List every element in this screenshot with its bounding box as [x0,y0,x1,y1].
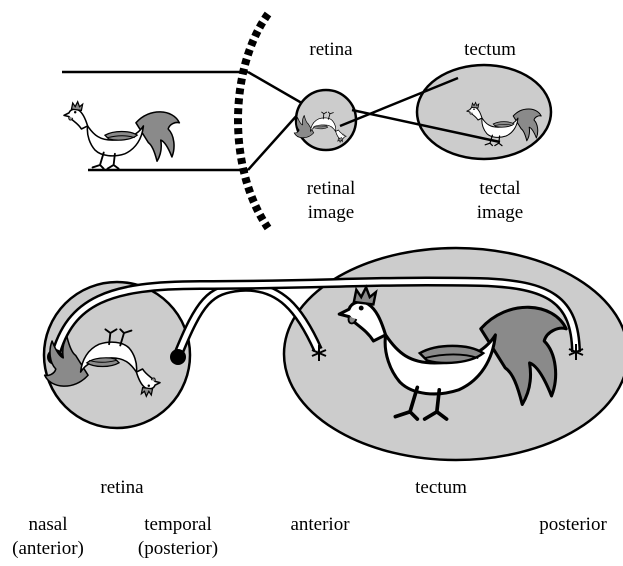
retinal-image-label: retinal image [307,177,356,225]
anterior-label: anterior [290,513,349,537]
retinal-image-line2: image [307,201,356,225]
nasal-line2: (anterior) [12,537,84,561]
temporal-line1: temporal [138,513,218,537]
nasal-line1: nasal [12,513,84,537]
object-rooster [64,102,179,169]
posterior-label: posterior [539,513,607,537]
bottom-tectum-label: tectum [415,476,467,500]
tectal-image-label: tectal image [477,177,523,225]
lens-arc [238,14,268,228]
bottom-retina-label: retina [100,476,143,500]
temporal-label: temporal (posterior) [138,513,218,561]
tectal-image-line1: tectal [477,177,523,201]
retinal-image-line1: retinal [307,177,356,201]
top-tectum-label: tectum [464,38,516,62]
temporal-endpoint-dot [170,349,186,365]
top-retina-label: retina [309,38,352,62]
tectal-image-line2: image [477,201,523,225]
temporal-line2: (posterior) [138,537,218,561]
nasal-label: nasal (anterior) [12,513,84,561]
